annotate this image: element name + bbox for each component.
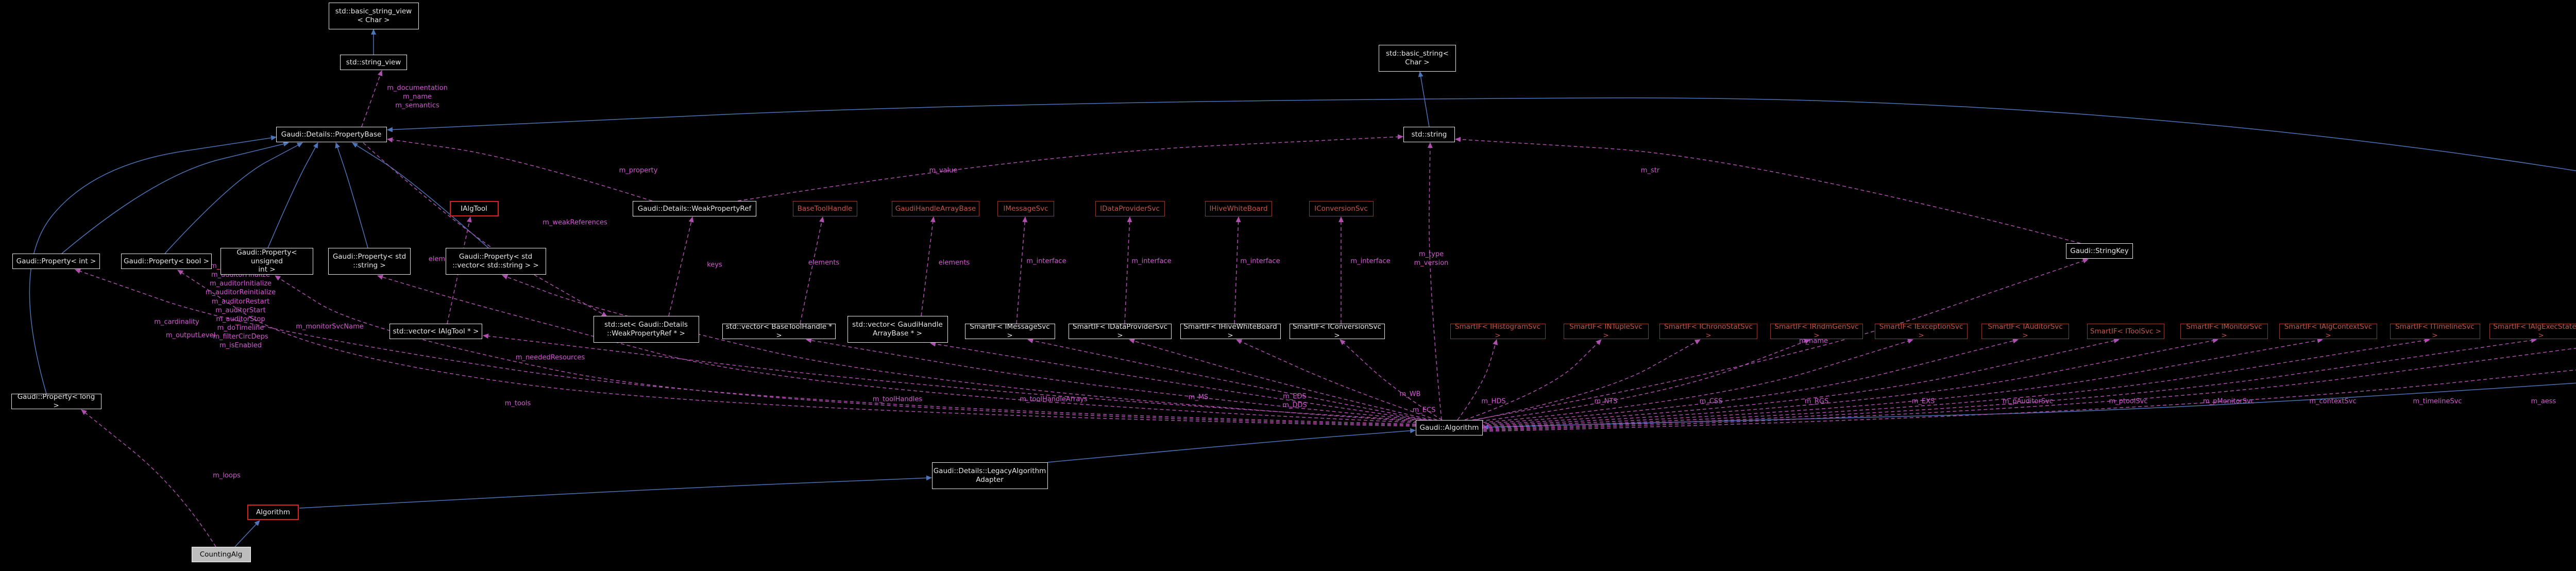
inheritance-edge: [267, 142, 318, 248]
class-ialgtool[interactable]: IAlgTool: [449, 201, 499, 216]
usage-edge: [1236, 339, 1437, 421]
class-smartif-irndmgensvc[interactable]: SmartIF< IRndmGenSvc >: [1770, 323, 1863, 340]
class-gaudi-algorithm[interactable]: Gaudi::Algorithm: [1416, 420, 1483, 435]
usage-edge: [1455, 137, 2081, 244]
class-smartif-iconversionsvc[interactable]: SmartIF< IConversionSvc >: [1289, 323, 1385, 340]
usage-edge: [275, 275, 1416, 426]
class-std-vector-basetoolhandle[interactable]: std::vector< BaseToolHandle * >: [722, 323, 836, 340]
usage-edge: [363, 142, 607, 317]
inheritance-edge: [29, 135, 277, 394]
inheritance-edge: [299, 475, 932, 509]
class-gaudi-property-unsigned-int[interactable]: Gaudi::Property< unsigned int >: [221, 248, 313, 275]
usage-edge: [1480, 338, 2120, 426]
class-smartif-ialgexecstatesvc[interactable]: SmartIF< IAlgExecStateSvc >: [2489, 323, 2576, 340]
usage-edge: [1477, 339, 1913, 424]
inheritance-edge: [164, 142, 303, 254]
class-ihivewhiteboard[interactable]: IHiveWhiteBoard: [1205, 201, 1272, 216]
class-basetoolhandle[interactable]: BaseToolHandle: [792, 201, 857, 216]
class-countingalg: CountingAlg: [191, 547, 251, 562]
class-gaudi-details-propertybase[interactable]: Gaudi::Details::PropertyBase: [276, 127, 387, 142]
usage-edge: [668, 216, 694, 316]
class-smartif-imonitorsvc[interactable]: SmartIF< IMonitorSvc >: [2180, 323, 2268, 340]
usage-edge: [1479, 338, 2019, 425]
class-gaudihandlearraybase[interactable]: GaudiHandleArrayBase: [892, 201, 979, 216]
class-gaudi-details-weakpropertyref[interactable]: Gaudi::Details::WeakPropertyRef: [633, 201, 756, 216]
inheritance-edge: [234, 520, 260, 547]
usage-edge: [800, 216, 824, 324]
inheritance-edge: [1047, 428, 1416, 463]
class-imessagesvc[interactable]: IMessageSvc: [997, 201, 1054, 216]
class-smartif-ialgcontextsvc[interactable]: SmartIF< IAlgContextSvc >: [2279, 323, 2377, 340]
usage-edge: [1472, 258, 2089, 421]
usage-edge: [737, 134, 1403, 201]
class-smartif-imessagesvc[interactable]: SmartIF< IMessageSvc >: [964, 323, 1055, 340]
usage-edge: [1482, 338, 2430, 429]
usage-edge: [1016, 216, 1028, 324]
class-smartif-itoolsvc[interactable]: SmartIF< IToolSvc >: [2087, 324, 2164, 339]
usage-edge: [1483, 338, 2537, 430]
usage-edge: [1483, 370, 2576, 432]
usage-edge: [177, 270, 1416, 427]
class-smartif-idataprovidersvc[interactable]: SmartIF< IDataProviderSvc >: [1069, 323, 1172, 340]
class-smartif-iexceptionsvc[interactable]: SmartIF< IExceptionSvc >: [1875, 323, 1968, 340]
usage-edge: [1457, 339, 1498, 421]
class-smartif-ihistogramsvc[interactable]: SmartIF< IHistogramSvc >: [1450, 323, 1546, 340]
class-gaudi-stringkey[interactable]: Gaudi::StringKey: [2066, 243, 2133, 259]
class-gaudi-property-bool[interactable]: Gaudi::Property< bool >: [121, 254, 212, 269]
usage-edge: [806, 338, 1422, 421]
class-std-string-view[interactable]: std::string_view: [340, 55, 407, 70]
class-gaudi-property-std-string[interactable]: Gaudi::Property< std ::string >: [328, 248, 411, 275]
usage-edge: [361, 70, 383, 127]
usage-edge: [1464, 339, 1602, 421]
class-smartif-ichronostatsvc[interactable]: SmartIF< IChronoStatSvc >: [1659, 323, 1757, 340]
usage-edge: [1234, 216, 1241, 324]
inheritance-edge: [61, 141, 289, 254]
usage-edge: [1483, 347, 2576, 431]
usage-edge: [81, 409, 216, 547]
class-algorithm[interactable]: Algorithm: [247, 505, 299, 520]
class-std-vector-gaudihandlearraybase[interactable]: std::vector< GaudiHandle ArrayBase * >: [847, 316, 948, 343]
class-smartif-iauditorsvc[interactable]: SmartIF< IAuditorSvc >: [1981, 323, 2069, 340]
usage-edge: [1482, 338, 2323, 428]
usage-edge: [1340, 339, 1443, 421]
inheritance-edge: [335, 142, 368, 248]
usage-edge: [1129, 339, 1432, 421]
class-smartif-intuplesvc[interactable]: SmartIF< INTupleSvc >: [1563, 323, 1649, 340]
usage-edge: [75, 268, 1416, 425]
class-std-basic-string[interactable]: std::basic_string< Char >: [1379, 45, 1456, 72]
class-gaudi-property-vector-string[interactable]: Gaudi::Property< std ::vector< std::stri…: [445, 248, 546, 275]
class-smartif-ihivewhiteboard[interactable]: SmartIF< IHiveWhiteBoard >: [1180, 323, 1281, 340]
usage-edge: [377, 275, 1417, 423]
class-gaudi-property-long[interactable]: Gaudi::Property< long >: [11, 393, 101, 410]
inheritance-edge: [1483, 382, 2576, 430]
class-smartif-itimelinesvc[interactable]: SmartIF< ITimelineSvc >: [2389, 323, 2480, 340]
usage-edge: [502, 274, 1418, 422]
usage-edge: [1124, 216, 1132, 324]
class-std-vector-ialgtool[interactable]: std::vector< IAlgTool * >: [389, 324, 482, 339]
usage-edge: [1027, 338, 1428, 421]
usage-edge: [1427, 142, 1442, 421]
class-std-set-weakpropertyref[interactable]: std::set< Gaudi::Details ::WeakPropertyR…: [593, 316, 699, 343]
class-std-string[interactable]: std::string: [1403, 127, 1455, 142]
inheritance-edge: [352, 142, 489, 248]
class-gaudi-property-int[interactable]: Gaudi::Property< int >: [12, 254, 100, 269]
class-iconversionsvc[interactable]: IConversionSvc: [1309, 201, 1374, 216]
class-gaudi-details-legacyalgorithmadapter[interactable]: Gaudi::Details::LegacyAlgorithm Adapter: [931, 462, 1048, 489]
usage-edge: [921, 216, 936, 316]
class-idataprovidersvc[interactable]: IDataProviderSvc: [1095, 201, 1165, 216]
usage-edge: [1481, 338, 2218, 427]
usage-edge: [930, 341, 1425, 421]
inheritance-edge: [387, 97, 2576, 172]
usage-edge: [1469, 339, 1701, 422]
usage-edge: [387, 137, 653, 201]
usage-edge: [1473, 339, 1810, 423]
usage-edge: [483, 333, 1420, 421]
class-std-basic-string-view[interactable]: std::basic_string_view < Char >: [328, 3, 419, 29]
